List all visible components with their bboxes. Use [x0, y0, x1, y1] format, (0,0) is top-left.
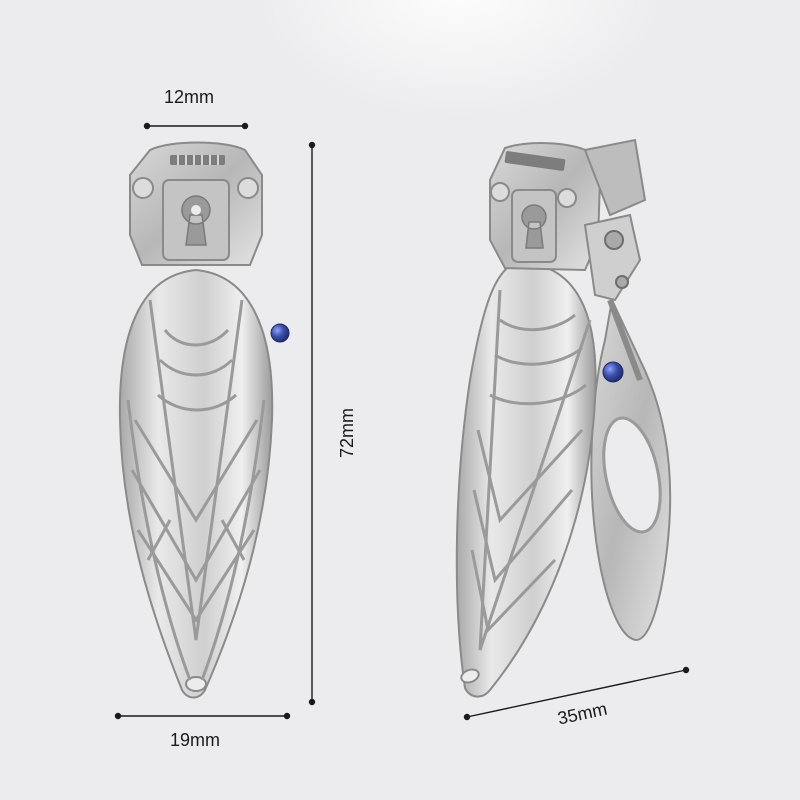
- lever-hole: [602, 416, 662, 534]
- dimension-label-top-width: 12mm: [164, 87, 215, 107]
- jaw: [583, 138, 647, 217]
- rivet-right: [237, 177, 259, 199]
- keyring-hole-2: [460, 668, 480, 684]
- wing-pattern-2: [470, 289, 592, 651]
- lever-plate: [162, 179, 230, 261]
- dim-line-open: [466, 669, 687, 718]
- wing-pattern: [126, 299, 266, 681]
- dimension-label-bottom-width: 19mm: [170, 730, 221, 750]
- rivet-left: [132, 177, 154, 199]
- clipper-front-view: [118, 141, 290, 699]
- head-vents-2: [504, 151, 566, 171]
- hinge-bolt: [604, 230, 624, 250]
- blue-screw: [270, 323, 290, 343]
- clipper-side-view: [455, 138, 672, 698]
- dimension-label-height: 72mm: [337, 407, 358, 459]
- dimension-lines: [114, 122, 690, 721]
- head-vents: [170, 155, 225, 165]
- keyring-hole: [185, 676, 207, 692]
- lever-arm: [607, 298, 643, 382]
- hinge-joint: [583, 213, 642, 302]
- blue-screw-2: [602, 361, 624, 383]
